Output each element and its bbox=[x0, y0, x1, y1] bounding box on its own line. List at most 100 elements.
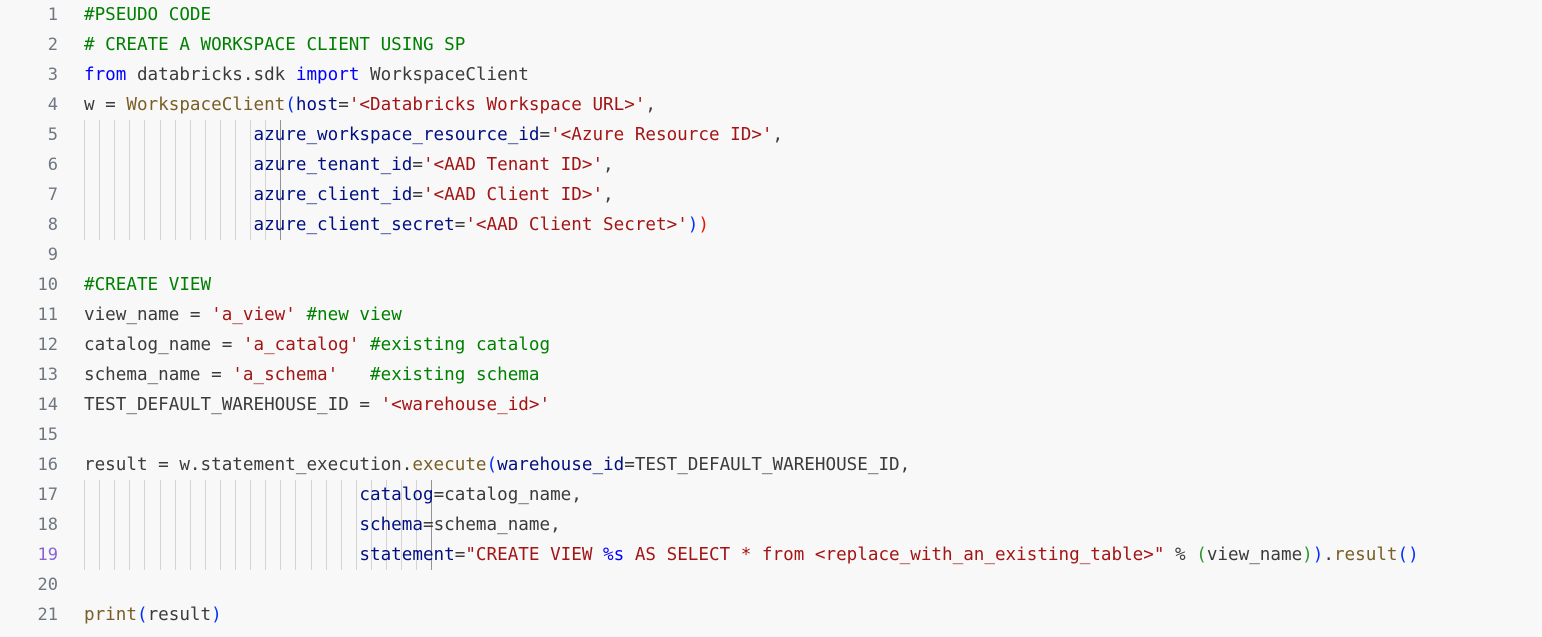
indent-guide bbox=[280, 510, 282, 540]
indent-guide bbox=[219, 210, 221, 240]
code-token: '<AAD Client Secret>' bbox=[465, 215, 688, 235]
indent-guide bbox=[144, 540, 146, 570]
indent-guide bbox=[355, 480, 357, 510]
line-number: 15 bbox=[37, 425, 58, 445]
code-token: WorkspaceClient bbox=[359, 65, 529, 85]
code-token bbox=[84, 515, 359, 535]
indent-guide bbox=[280, 120, 282, 150]
code-line[interactable]: 15 bbox=[0, 420, 1542, 450]
code-line[interactable]: 6 azure_tenant_id='<AAD Tenant ID>', bbox=[0, 150, 1542, 180]
code-line[interactable]: 7 azure_client_id='<AAD Client ID>', bbox=[0, 180, 1542, 210]
code-token: azure_workspace_resource_id bbox=[253, 125, 540, 145]
code-token: = bbox=[624, 455, 635, 475]
code-line[interactable]: 14 TEST_DEFAULT_WAREHOUSE_ID = '<warehous… bbox=[0, 390, 1542, 420]
line-number: 17 bbox=[37, 485, 58, 505]
code-token: catalog_name = bbox=[84, 335, 243, 355]
code-line[interactable]: 8 azure_client_secret='<AAD Client Secre… bbox=[0, 210, 1542, 240]
code-line[interactable]: 1#PSEUDO CODE bbox=[0, 0, 1542, 30]
code-token: = bbox=[433, 485, 445, 505]
indent-guide bbox=[129, 180, 131, 210]
code-token: = bbox=[338, 95, 349, 115]
code-token bbox=[84, 545, 359, 565]
indent-guide bbox=[219, 510, 221, 540]
indent-guide bbox=[129, 510, 131, 540]
line-number: 10 bbox=[37, 275, 58, 295]
indent-guide bbox=[295, 510, 297, 540]
code-token: import bbox=[295, 65, 360, 85]
code-line[interactable]: 10#CREATE VIEW bbox=[0, 270, 1542, 300]
indent-guide bbox=[204, 510, 206, 540]
indent-guide bbox=[159, 540, 161, 570]
code-token: host bbox=[295, 95, 339, 115]
line-number: 14 bbox=[37, 395, 58, 415]
code-token: '<Databricks Workspace URL>' bbox=[348, 95, 646, 115]
line-number: 11 bbox=[37, 305, 58, 325]
code-line[interactable]: 2# CREATE A WORKSPACE CLIENT USING SP bbox=[0, 30, 1542, 60]
indent-guide bbox=[235, 480, 236, 510]
code-line[interactable]: 17 catalog=catalog_name, bbox=[0, 480, 1542, 510]
code-text: w = WorkspaceClient(host='<Databricks Wo… bbox=[84, 90, 656, 120]
code-line[interactable]: 20 bbox=[0, 570, 1542, 600]
indent-guide bbox=[219, 180, 221, 210]
indent-guide bbox=[204, 210, 206, 240]
code-line[interactable]: 5 azure_workspace_resource_id='<Azure Re… bbox=[0, 120, 1542, 150]
indent-guide bbox=[265, 480, 267, 510]
code-token bbox=[84, 155, 253, 175]
code-line[interactable]: 18 schema=schema_name, bbox=[0, 510, 1542, 540]
code-token: "CREATE VIEW bbox=[465, 545, 604, 565]
indent-guide bbox=[219, 150, 221, 180]
code-token: from bbox=[84, 65, 127, 85]
code-token: execute bbox=[412, 455, 487, 475]
code-text: TEST_DEFAULT_WAREHOUSE_ID = '<warehouse_… bbox=[84, 390, 550, 420]
indent-guide bbox=[280, 210, 282, 240]
indent-guide bbox=[204, 150, 206, 180]
code-line[interactable]: 19 statement="CREATE VIEW %s AS SELECT *… bbox=[0, 540, 1542, 570]
code-token: #new view bbox=[306, 305, 402, 325]
indent-guide bbox=[250, 210, 252, 240]
indent-guide bbox=[265, 150, 267, 180]
indent-guide bbox=[370, 540, 372, 570]
line-number: 18 bbox=[37, 515, 58, 535]
indent-guide bbox=[280, 150, 282, 180]
code-token bbox=[296, 305, 307, 325]
indent-guide bbox=[159, 150, 161, 180]
indent-guide bbox=[159, 210, 161, 240]
indent-guide bbox=[174, 540, 176, 570]
code-token: , bbox=[603, 185, 614, 205]
indent-guide bbox=[189, 540, 191, 570]
code-line[interactable]: 9 bbox=[0, 240, 1542, 270]
indent-guide bbox=[250, 180, 252, 210]
line-number: 21 bbox=[37, 605, 58, 625]
code-token: % bbox=[1164, 545, 1197, 565]
code-token: ( bbox=[1196, 545, 1207, 565]
code-token: schema_name = bbox=[84, 365, 233, 385]
indent-guide bbox=[159, 180, 161, 210]
indent-guide bbox=[174, 210, 176, 240]
code-token: WorkspaceClient bbox=[126, 95, 286, 115]
code-token: azure_client_id bbox=[253, 185, 413, 205]
code-token: 'a_catalog' bbox=[242, 335, 360, 355]
code-token: catalog_name, bbox=[444, 485, 582, 505]
code-text: azure_tenant_id='<AAD Tenant ID>', bbox=[84, 150, 613, 180]
code-token: , bbox=[645, 95, 657, 115]
indent-guide bbox=[340, 510, 342, 540]
indent-guide bbox=[250, 480, 252, 510]
code-token: %s bbox=[603, 545, 625, 565]
indent-guide bbox=[370, 480, 372, 510]
indent-guide bbox=[189, 480, 191, 510]
indent-guide bbox=[355, 540, 357, 570]
indent-guide bbox=[159, 480, 161, 510]
code-text: schema_name = 'a_schema' #existing schem… bbox=[84, 360, 540, 390]
indent-guide bbox=[204, 120, 206, 150]
indent-guide bbox=[280, 180, 282, 210]
indent-guide bbox=[250, 120, 252, 150]
indent-guide bbox=[144, 150, 146, 180]
